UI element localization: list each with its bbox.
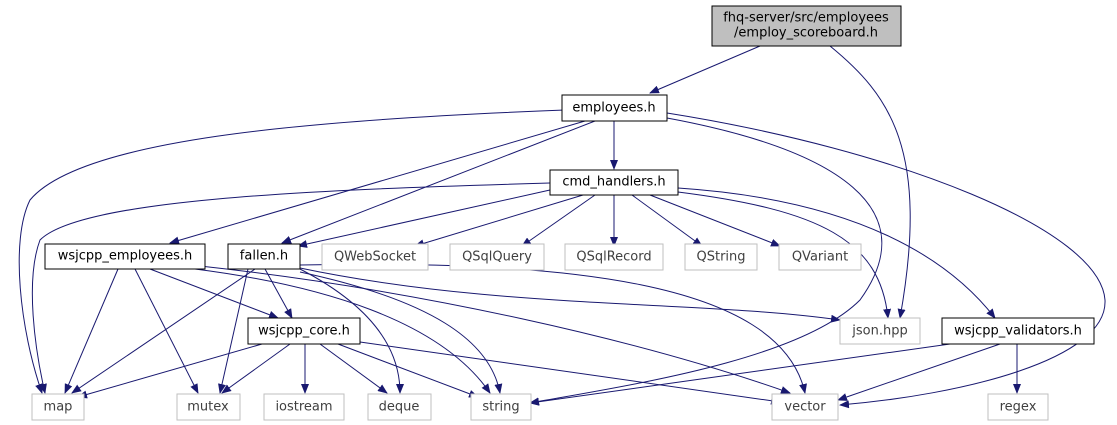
edge-cmd-qwebsocket: [414, 194, 584, 248]
node-fallen-h-box: [227, 243, 301, 270]
edge-validators-vector: [837, 343, 1001, 401]
node-string-box: [470, 393, 532, 421]
node-mutex[interactable]: mutex: [176, 393, 241, 421]
edge-core-mutex: [221, 343, 291, 394]
node-vector[interactable]: vector: [771, 393, 839, 421]
node-qvariant-box: [778, 243, 862, 271]
node-deque[interactable]: deque: [367, 393, 432, 421]
node-qsqlquery-box: [449, 243, 545, 271]
node-qstring-label: QString: [696, 250, 745, 265]
node-qwebsocket[interactable]: QWebSocket: [321, 243, 429, 271]
node-map-label: map: [44, 400, 73, 415]
edge-core-deque: [319, 343, 388, 394]
node-deque-box: [367, 393, 432, 421]
node-mutex-box: [176, 393, 241, 421]
node-cmd-handlers-h-label: cmd_handlers.h: [562, 175, 665, 190]
node-cmd-handlers-h[interactable]: cmd_handlers.h: [549, 169, 679, 196]
edge-wsjemp-mutex: [134, 268, 199, 394]
node-vector-label: vector: [784, 400, 826, 415]
node-wsjcpp-validators-h-box: [941, 317, 1095, 345]
edge-core-map: [77, 343, 263, 399]
edge-wsjemp-vector: [199, 265, 791, 394]
edge-wsjemp-map: [64, 268, 119, 394]
edge-validators-string: [529, 343, 951, 406]
node-deque-label: deque: [379, 400, 420, 415]
node-qsqlrecord-label: QSqlRecord: [576, 250, 651, 265]
node-wsjcpp-employees-h[interactable]: wsjcpp_employees.h: [44, 243, 206, 270]
edge-fallen-string: [299, 271, 503, 394]
node-fallen-h-label: fallen.h: [240, 249, 288, 264]
node-mutex-label: mutex: [187, 400, 229, 415]
edge-fallen-core: [264, 268, 293, 319]
node-qvariant-label: QVariant: [792, 250, 848, 265]
node-fallen-h[interactable]: fallen.h: [227, 243, 301, 270]
edge-cmd-map: [31, 182, 551, 394]
edge-fallen-json: [299, 267, 841, 323]
node-map-box: [31, 393, 85, 421]
node-string[interactable]: string: [470, 393, 532, 421]
node-employees-h-label: employees.h: [572, 101, 655, 116]
graph-nodes: fhq-server/src/employees /employ_scorebo…: [31, 5, 1095, 421]
node-json-hpp[interactable]: json.hpp: [839, 317, 921, 345]
edge-cmd-json: [677, 191, 892, 319]
node-qsqlquery-label: QSqlQuery: [462, 250, 532, 265]
node-wsjcpp-employees-h-label: wsjcpp_employees.h: [58, 249, 192, 264]
node-cmd-handlers-h-box: [549, 169, 679, 196]
edge-cmd-qvariant: [649, 194, 781, 247]
node-qsqlrecord[interactable]: QSqlRecord: [564, 243, 664, 271]
node-json-hpp-label: json.hpp: [851, 324, 907, 339]
edge-fallen-mutex: [218, 268, 249, 394]
dependency-edges: [18, 45, 1106, 409]
node-employees-h-box: [561, 94, 668, 122]
node-root-box: [711, 5, 902, 47]
edge-root-employees: [649, 45, 761, 94]
node-string-label: string: [482, 400, 519, 415]
node-qwebsocket-label: QWebSocket: [334, 250, 416, 265]
edge-cmd-qsqlquery: [521, 194, 596, 247]
node-wsjcpp-validators-h-label: wsjcpp_validators.h: [954, 324, 1082, 339]
node-regex-label: regex: [1000, 400, 1037, 415]
node-wsjcpp-core-h-label: wsjcpp_core.h: [258, 324, 350, 339]
edge-root-json: [829, 45, 911, 319]
node-vector-box: [771, 393, 839, 421]
node-wsjcpp-core-h[interactable]: wsjcpp_core.h: [247, 317, 361, 345]
edge-fallen-vector: [299, 263, 807, 394]
node-regex[interactable]: regex: [987, 393, 1049, 421]
edge-cmd-fallen: [297, 189, 551, 248]
edge-core-vector: [359, 341, 781, 405]
edge-employees-map: [18, 109, 566, 394]
node-iostream-label: iostream: [275, 400, 332, 415]
edge-employees-wsjcpp-employees: [169, 120, 586, 245]
edge-wsjemp-core: [149, 268, 279, 319]
node-qvariant[interactable]: QVariant: [778, 243, 862, 271]
node-qwebsocket-box: [321, 243, 429, 271]
node-qsqlquery[interactable]: QSqlQuery: [449, 243, 545, 271]
node-json-hpp-box: [839, 317, 921, 345]
edge-cmd-qstring: [631, 194, 703, 247]
node-root-line1: fhq-server/src/employees: [723, 11, 889, 26]
edge-fallen-map: [71, 268, 256, 394]
node-map[interactable]: map: [31, 393, 85, 421]
node-wsjcpp-core-h-box: [247, 317, 361, 345]
edge-employees-vector: [666, 112, 1106, 409]
node-root-file[interactable]: fhq-server/src/employees /employ_scorebo…: [711, 5, 902, 47]
edge-cmd-validators: [677, 187, 996, 319]
edge-core-string: [337, 343, 479, 398]
node-regex-box: [987, 393, 1049, 421]
edge-fallen-deque: [299, 268, 404, 394]
node-qstring-box: [684, 243, 758, 271]
node-qsqlrecord-box: [564, 243, 664, 271]
node-qstring[interactable]: QString: [684, 243, 758, 271]
node-wsjcpp-validators-h[interactable]: wsjcpp_validators.h: [941, 317, 1095, 345]
node-employees-h[interactable]: employees.h: [561, 94, 668, 122]
node-iostream-box: [263, 393, 345, 421]
node-iostream[interactable]: iostream: [263, 393, 345, 421]
node-wsjcpp-employees-h-box: [44, 243, 206, 270]
edge-employees-fallen: [281, 120, 596, 244]
node-root-line2: /employ_scoreboard.h: [734, 26, 878, 41]
